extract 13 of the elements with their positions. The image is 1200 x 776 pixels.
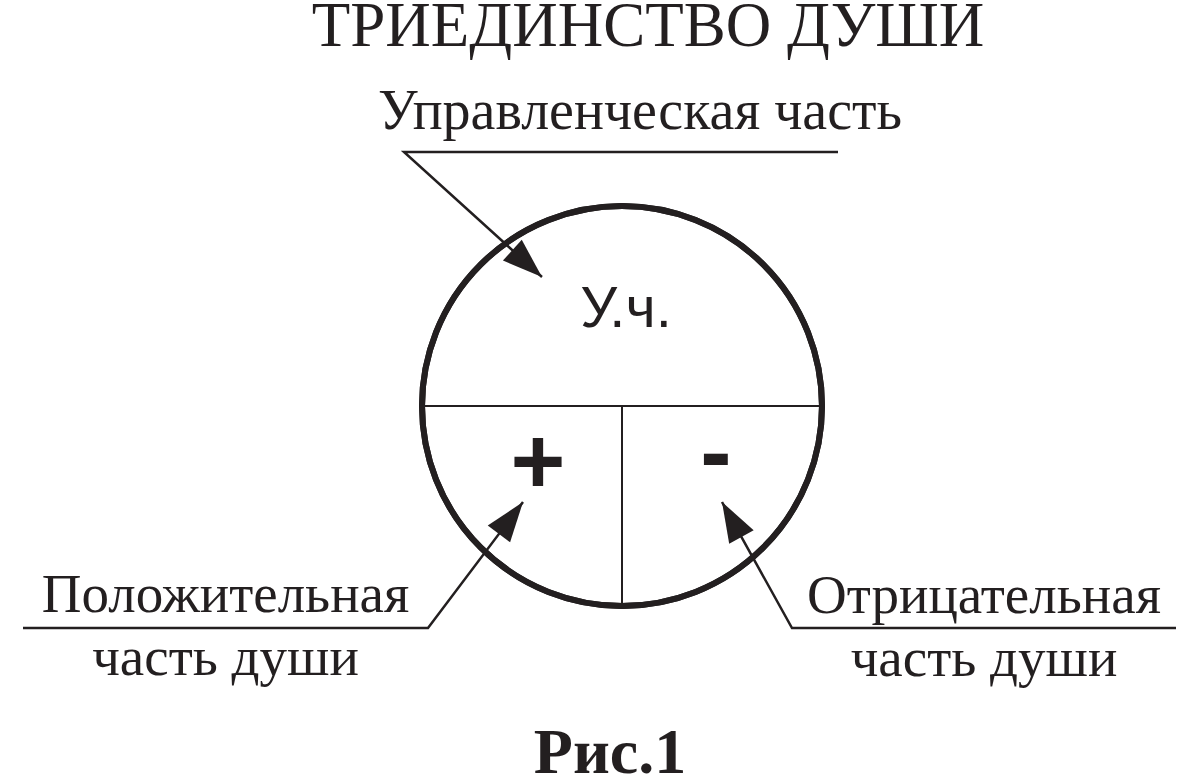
leader-arrow bbox=[23, 501, 524, 630]
callout-label: Положительная часть души bbox=[23, 562, 428, 688]
minus-sign: - bbox=[700, 405, 732, 499]
callout-label: Отрицательная часть души bbox=[792, 563, 1176, 689]
diagram-title: ТРИЕДИНСТВО ДУШИ bbox=[311, 0, 985, 61]
callout-label: Управленческая часть bbox=[360, 79, 920, 152]
leader-arrow bbox=[400, 150, 838, 278]
quarter-circle-segment bbox=[419, 405, 623, 609]
segment-label: У.ч. bbox=[580, 278, 672, 336]
leader-arrow bbox=[720, 501, 1176, 630]
figure-caption: Рис.1 bbox=[533, 728, 687, 776]
plus-sign: + bbox=[510, 414, 566, 508]
half-circle-segment bbox=[419, 203, 825, 407]
